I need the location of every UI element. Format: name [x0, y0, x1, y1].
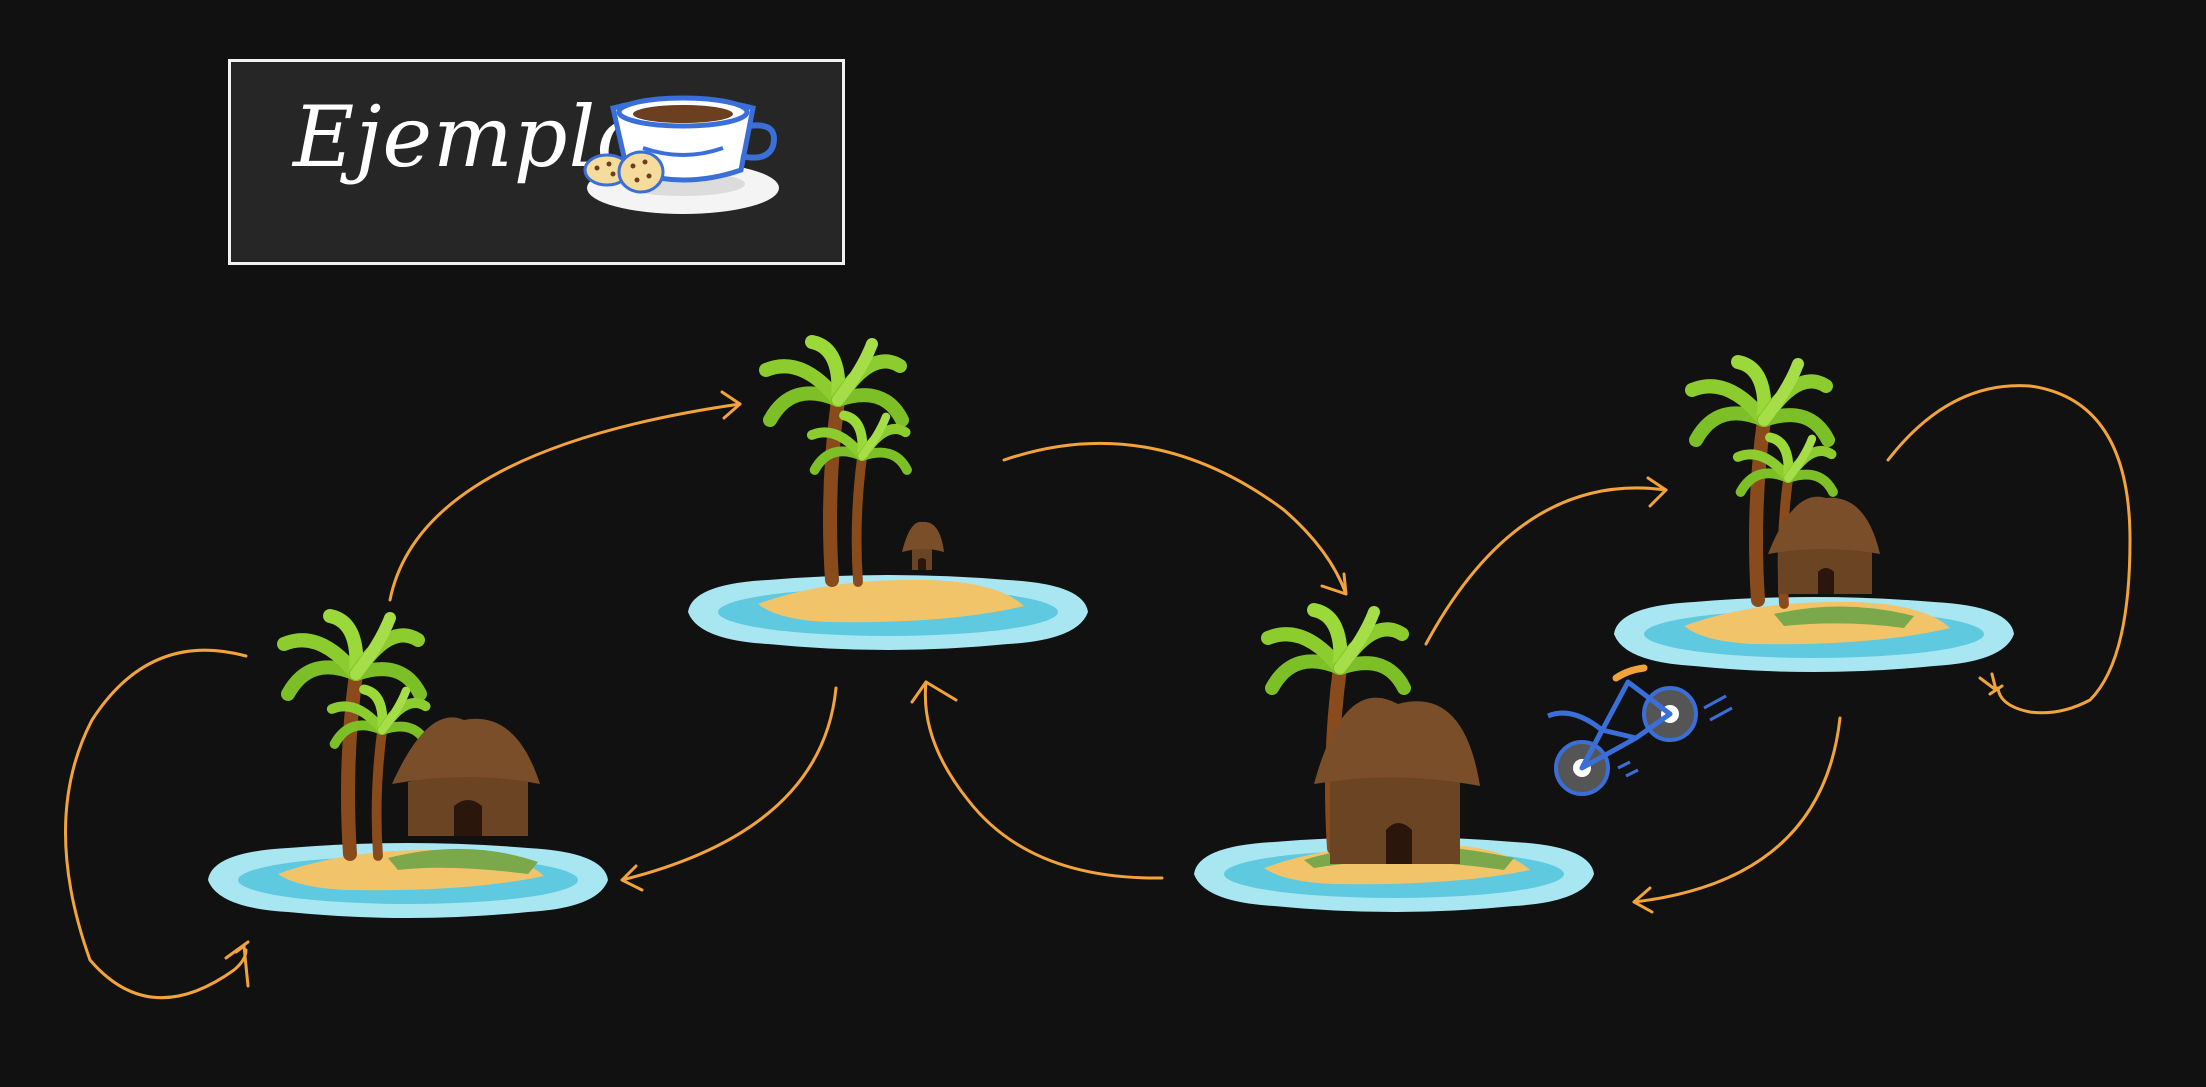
- arrow-4-head: [1320, 572, 1348, 596]
- island-2-icon: [688, 342, 1088, 650]
- arrow-5: [923, 680, 1164, 880]
- bicycle-icon: [1547, 664, 1733, 796]
- coffee-cup-with-cookies-icon: [583, 95, 779, 214]
- cycle-arrows: [64, 384, 2132, 1000]
- arrow-2: [620, 686, 838, 882]
- arrow-1: [388, 402, 742, 602]
- arrow-6: [1424, 486, 1668, 646]
- arrow-2-head: [620, 864, 644, 892]
- arrow-6-head: [1646, 476, 1668, 508]
- arrow-3-head: [224, 940, 250, 988]
- island-4-icon: [1614, 362, 2014, 672]
- arrow-4: [1002, 441, 1348, 596]
- arrow-5-head: [910, 680, 958, 704]
- island-1-icon: [208, 616, 608, 918]
- island-3-icon: [1194, 610, 1594, 912]
- arrow-1-head: [720, 390, 742, 420]
- arrow-7: [1886, 384, 2132, 715]
- arrow-3: [64, 648, 248, 1000]
- arrow-8: [1632, 716, 1842, 904]
- title-box: Ejemplo:: [228, 59, 845, 265]
- arrow-7-head: [1978, 672, 2004, 696]
- arrow-8-head: [1632, 886, 1654, 914]
